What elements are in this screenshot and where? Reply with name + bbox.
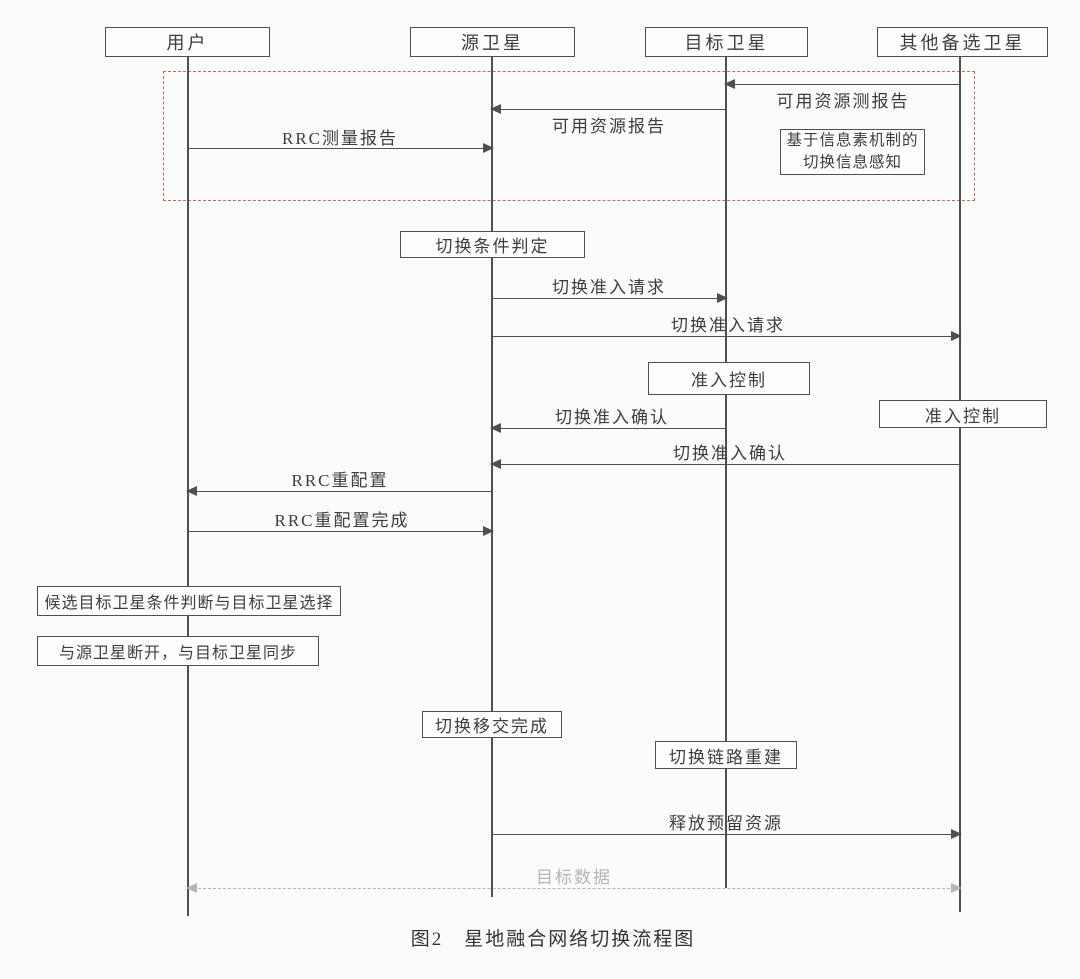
actor-other-satellites: 其他备选卫星	[877, 27, 1048, 57]
arrowhead-left-icon	[490, 459, 501, 469]
message-label-handover-admission-request-others: 切换准入请求	[671, 316, 785, 335]
process-box-pheromone-info-sensing: 基于信息素机制的 切换信息感知	[780, 129, 925, 175]
arrowhead-left-icon	[724, 79, 735, 89]
arrowhead-left-icon	[186, 883, 197, 893]
highlight-region-info-sensing	[163, 71, 975, 201]
process-box-disconnect-sync: 与源卫星断开，与目标卫星同步	[37, 636, 319, 666]
pheromone-line1: 基于信息素机制的	[786, 132, 919, 150]
process-box-handover-condition: 切换条件判定	[400, 231, 585, 258]
lifeline-other-satellites	[959, 57, 961, 912]
message-label-release-reserved-resources: 释放预留资源	[669, 814, 783, 833]
message-line-rrc-measure-report	[188, 143, 494, 153]
message-label-handover-admission-confirm-others: 切换准入确认	[673, 444, 787, 463]
arrowhead-right-icon	[951, 829, 962, 839]
arrowhead-right-icon	[483, 526, 494, 536]
arrowhead-right-icon	[951, 331, 962, 341]
message-label-available-resource-report: 可用资源报告	[552, 117, 666, 136]
message-line-target-data	[186, 883, 962, 893]
message-line-handover-admission-request-target	[492, 293, 728, 303]
arrowhead-right-icon	[951, 883, 962, 893]
message-line-rrc-reconfig	[186, 486, 492, 496]
arrowhead-left-icon	[490, 104, 501, 114]
arrowhead-left-icon	[490, 423, 501, 433]
process-box-admission-control-others: 准入控制	[879, 400, 1047, 428]
message-line-release-reserved-resources	[492, 829, 962, 839]
arrowhead-right-icon	[717, 293, 728, 303]
message-line-handover-admission-confirm-target	[490, 423, 726, 433]
lifeline-source-satellite	[491, 57, 493, 897]
actor-target-satellite: 目标卫星	[645, 27, 808, 57]
pheromone-line2: 切换信息感知	[802, 154, 902, 171]
message-label-target-data: 目标数据	[536, 868, 612, 887]
arrowhead-left-icon	[186, 486, 197, 496]
message-line-handover-admission-request-others	[492, 331, 962, 341]
actor-user: 用户	[105, 27, 270, 57]
message-label-handover-admission-request-target: 切换准入请求	[552, 278, 666, 297]
message-line-rrc-reconfig-complete	[188, 526, 494, 536]
actor-source-satellite: 源卫星	[410, 27, 575, 57]
process-box-admission-control-target: 准入控制	[648, 362, 810, 395]
message-label-rrc-reconfig-complete: RRC重配置完成	[274, 511, 410, 530]
arrowhead-right-icon	[483, 143, 494, 153]
message-label-rrc-measure-report: RRC测量报告	[281, 129, 399, 148]
message-label-available-resource-measure-report: 可用资源测报告	[776, 92, 910, 111]
message-line-handover-admission-confirm-others	[490, 459, 960, 469]
message-label-rrc-reconfig: RRC重配置	[291, 471, 389, 490]
message-line-available-resource-measure-report	[724, 79, 960, 89]
lifeline-target-satellite	[725, 57, 727, 888]
message-label-handover-admission-confirm-target: 切换准入确认	[555, 408, 669, 427]
process-box-handover-link-rebuild: 切换链路重建	[655, 741, 797, 769]
message-line-available-resource-report	[490, 104, 726, 114]
figure-caption: 图2 星地融合网络切换流程图	[410, 929, 696, 950]
process-box-candidate-judge-select: 候选目标卫星条件判断与目标卫星选择	[37, 586, 341, 616]
process-box-handover-transfer-complete: 切换移交完成	[422, 711, 562, 738]
